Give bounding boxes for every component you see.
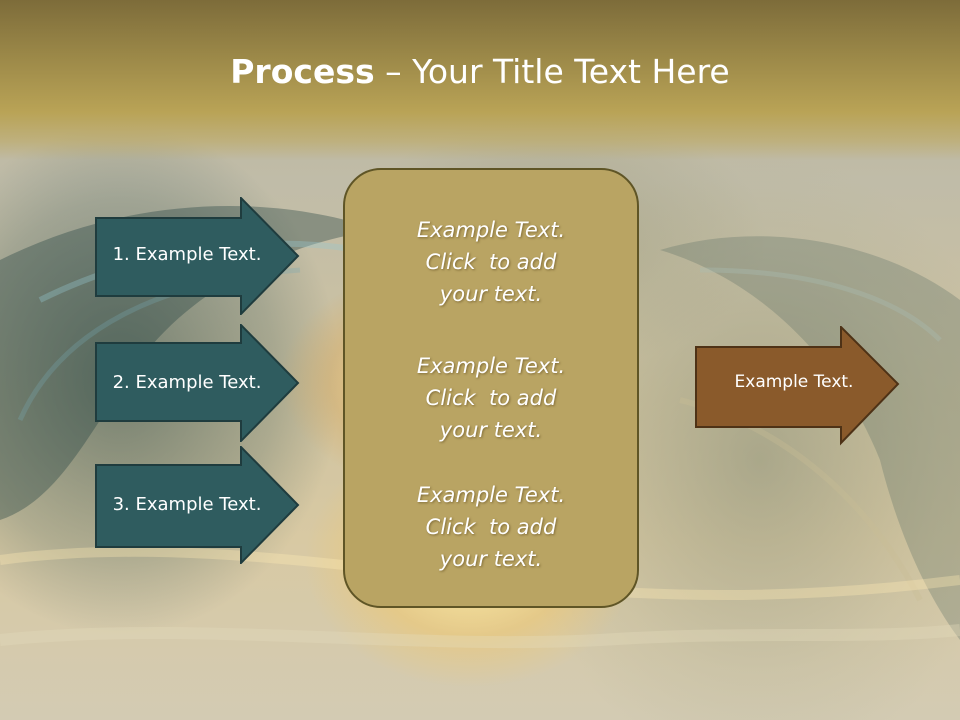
step-3-label: 3. Example Text. bbox=[112, 494, 262, 515]
text-line: your text. bbox=[439, 547, 543, 571]
text-line: Example Text. bbox=[416, 218, 566, 242]
text-line: your text. bbox=[439, 418, 543, 442]
text-line: Click to add bbox=[425, 386, 557, 410]
text-line: Click to add bbox=[425, 250, 557, 274]
text-block-1[interactable]: Example Text. Click to add your text. bbox=[345, 214, 637, 310]
result-label: Example Text. bbox=[734, 372, 854, 392]
text-line: Example Text. bbox=[416, 354, 566, 378]
arrow-shape bbox=[95, 446, 300, 564]
step-2-label: 2. Example Text. bbox=[112, 372, 262, 393]
center-text-box[interactable]: Example Text. Click to add your text. Ex… bbox=[343, 168, 639, 608]
title-band bbox=[0, 0, 960, 160]
slide-title[interactable]: Process – Your Title Text Here bbox=[0, 52, 960, 91]
text-line: Example Text. bbox=[416, 483, 566, 507]
text-block-3[interactable]: Example Text. Click to add your text. bbox=[345, 479, 637, 575]
arrow-shape bbox=[695, 326, 900, 446]
step-2-arrow[interactable]: 2. Example Text. bbox=[95, 324, 300, 442]
arrow-shape bbox=[95, 197, 300, 315]
title-rest: – Your Title Text Here bbox=[374, 52, 730, 91]
arrow-shape bbox=[95, 324, 300, 442]
step-3-arrow[interactable]: 3. Example Text. bbox=[95, 446, 300, 564]
result-arrow[interactable]: Example Text. bbox=[695, 326, 900, 446]
step-1-arrow[interactable]: 1. Example Text. bbox=[95, 197, 300, 315]
text-block-2[interactable]: Example Text. Click to add your text. bbox=[345, 350, 637, 446]
text-line: Click to add bbox=[425, 515, 557, 539]
step-1-label: 1. Example Text. bbox=[112, 244, 262, 265]
text-line: your text. bbox=[439, 282, 543, 306]
title-bold: Process bbox=[230, 52, 375, 91]
